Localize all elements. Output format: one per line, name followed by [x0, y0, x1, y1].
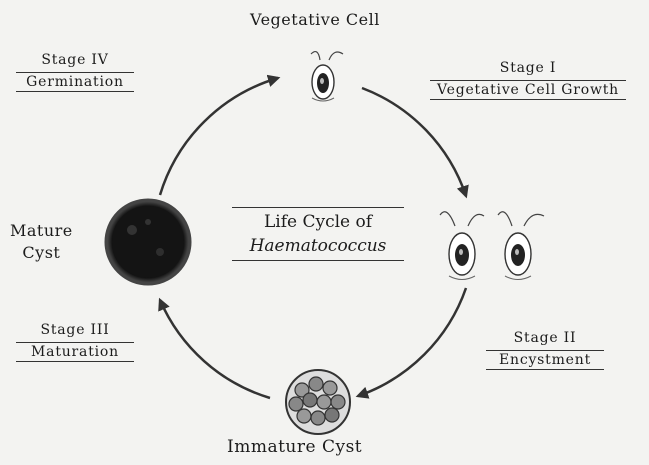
mature-cyst-icon [106, 200, 190, 284]
vegetative-cell-icon [311, 52, 343, 101]
title-line2: Haematococcus [232, 234, 404, 261]
stage-1-label: Stage I Vegetative Cell Growth [430, 60, 626, 100]
stage-2-name: Encystment [486, 350, 604, 370]
diagram-title: Life Cycle of Haematococcus [232, 207, 404, 261]
stage-1-title: Stage I [430, 60, 626, 76]
stage-4-title: Stage IV [16, 52, 134, 68]
stage-1-name: Vegetative Cell Growth [430, 80, 626, 100]
stage-2-label: Stage II Encystment [486, 330, 604, 370]
arrow-stage-3 [160, 300, 270, 398]
stage-3-name: Maturation [16, 342, 134, 362]
arrow-stage-4 [160, 78, 278, 195]
stage-4-name: Germination [16, 72, 134, 92]
stage-2-title: Stage II [486, 330, 604, 346]
arrow-stage-2 [358, 288, 466, 396]
immature-cyst-icon [286, 370, 350, 434]
mature-label-line1: Mature [10, 220, 73, 242]
stage-3-label: Stage III Maturation [16, 322, 134, 362]
mature-label-line2: Cyst [10, 242, 73, 264]
encysting-cells-icon [440, 212, 544, 280]
immature-cyst-label: Immature Cyst [227, 437, 362, 457]
stage-3-title: Stage III [16, 322, 134, 338]
mature-cyst-label: Mature Cyst [10, 220, 73, 264]
stage-4-label: Stage IV Germination [16, 52, 134, 92]
arrow-stage-1 [362, 88, 466, 196]
title-line1: Life Cycle of [232, 207, 404, 234]
vegetative-cell-label: Vegetative Cell [250, 10, 380, 29]
